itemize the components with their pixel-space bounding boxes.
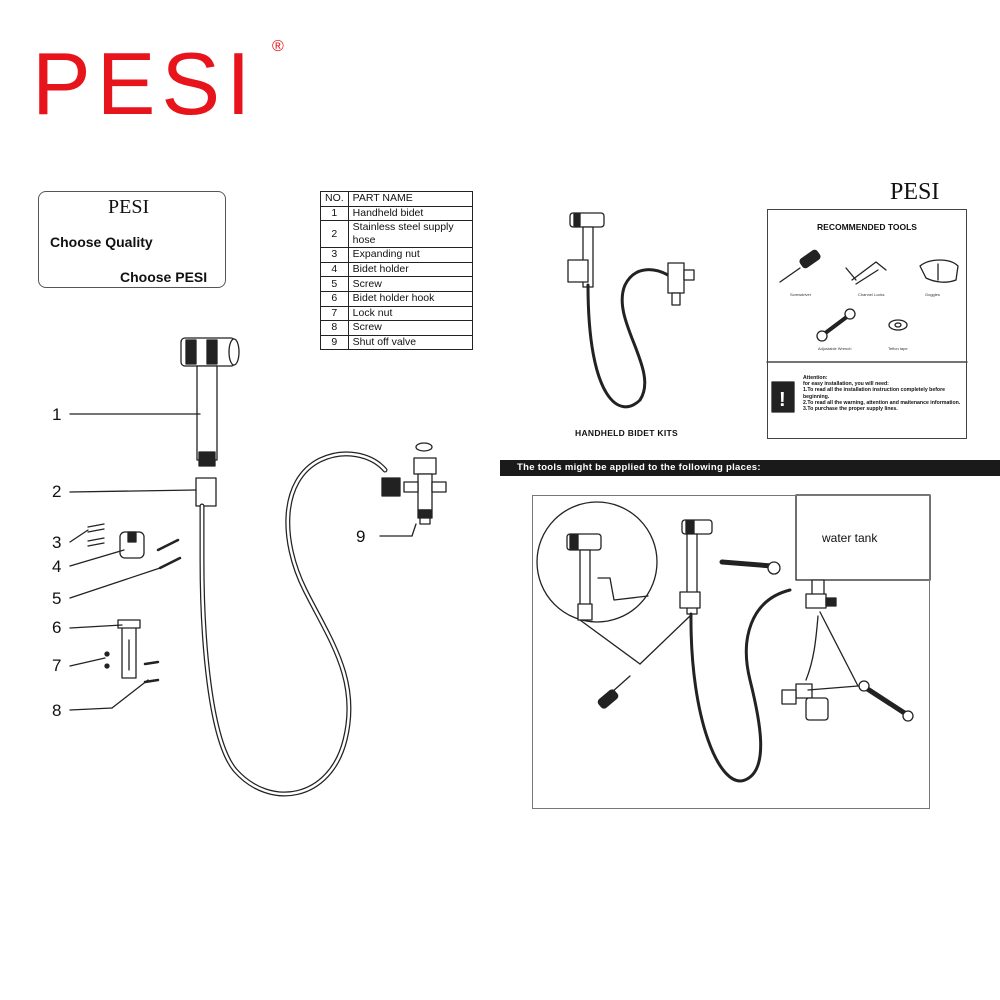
channel-locks-icon — [845, 261, 887, 285]
part-name: Expanding nut — [347, 247, 473, 263]
hose-nut-drawing — [195, 477, 217, 507]
attention-point: 3.To purchase the proper supply lines. — [803, 406, 898, 413]
bidet-holder-drawing — [87, 523, 182, 570]
tool-label: Goggles — [925, 292, 940, 297]
callout-8: 8 — [52, 701, 62, 720]
handheld-bidet-drawing — [180, 337, 240, 467]
shut-off-valve-drawing — [381, 442, 447, 525]
adjustable-wrench-icon — [858, 680, 914, 722]
part-name: Bidet holder — [347, 261, 473, 278]
callout-9: 9 — [356, 527, 366, 546]
tool-label: Screwdriver — [790, 292, 812, 297]
parts-table-header: NO. PART NAME — [320, 191, 473, 207]
callout-leaders — [69, 413, 417, 711]
quality-box-brand: PESI — [108, 196, 150, 218]
callout-6: 6 — [52, 618, 62, 637]
goggles-icon — [919, 259, 959, 283]
part-name: Shut off valve — [347, 334, 473, 351]
attention-point: 2.To read all the warning, attention and… — [803, 399, 961, 406]
teflon-tape-icon — [888, 319, 908, 331]
banner-bar — [500, 460, 1000, 476]
screwdriver-icon — [597, 675, 631, 709]
quality-box — [38, 191, 226, 288]
tool-label: Adjustable Wrench — [818, 346, 852, 351]
tools-title: RECOMMENDED TOOLS — [817, 222, 917, 232]
callout-5: 5 — [52, 589, 62, 608]
bidet-kit-drawing — [567, 212, 695, 409]
callout-2: 2 — [52, 482, 62, 501]
header-part-name: PART NAME — [347, 191, 473, 207]
quality-box-line2: Choose PESI — [120, 269, 208, 285]
attention-notes: Attention: for easy installation, you wi… — [803, 375, 965, 412]
callout-1: 1 — [52, 405, 62, 424]
part-name: Bidet holder hook — [347, 290, 473, 307]
quality-box-line1: Choose Quality — [50, 234, 153, 250]
tool-label: Channel Locks — [858, 292, 885, 297]
water-tank-label: water tank — [822, 531, 878, 545]
screwdriver-icon — [779, 249, 821, 283]
adjustable-wrench-icon — [719, 559, 781, 575]
callout-7: 7 — [52, 656, 62, 675]
tool-icons — [779, 249, 959, 342]
application-drawing — [536, 494, 931, 783]
part-no: 2 — [320, 220, 349, 249]
attention-title: Attention: — [803, 375, 828, 381]
supply-hose-drawing — [199, 451, 388, 797]
kit-label: HANDHELD BIDET KITS — [575, 428, 678, 438]
callout-4: 4 — [52, 557, 62, 576]
tools-panel — [767, 209, 967, 439]
part-name: Stainless steel supply hose — [347, 220, 473, 249]
callout-3: 3 — [52, 533, 62, 552]
application-panel — [532, 495, 930, 809]
adjustable-wrench-icon — [816, 308, 856, 342]
warning-icon: ! — [771, 381, 795, 413]
brand-logo: PESI — [32, 34, 257, 133]
holder-hook-drawing — [104, 619, 160, 684]
svg-text:!: ! — [779, 389, 786, 411]
part-name: Lock nut — [347, 305, 473, 322]
brand-secondary: PESI — [890, 179, 940, 205]
banner-text: The tools might be applied to the follow… — [517, 462, 761, 473]
tool-label: Teflon tape — [888, 346, 908, 351]
attention-point: 1.To read all the installation instructi… — [803, 387, 946, 400]
attention-intro: for easy installation, you will need: — [803, 381, 889, 388]
registered-mark: ® — [272, 38, 284, 55]
